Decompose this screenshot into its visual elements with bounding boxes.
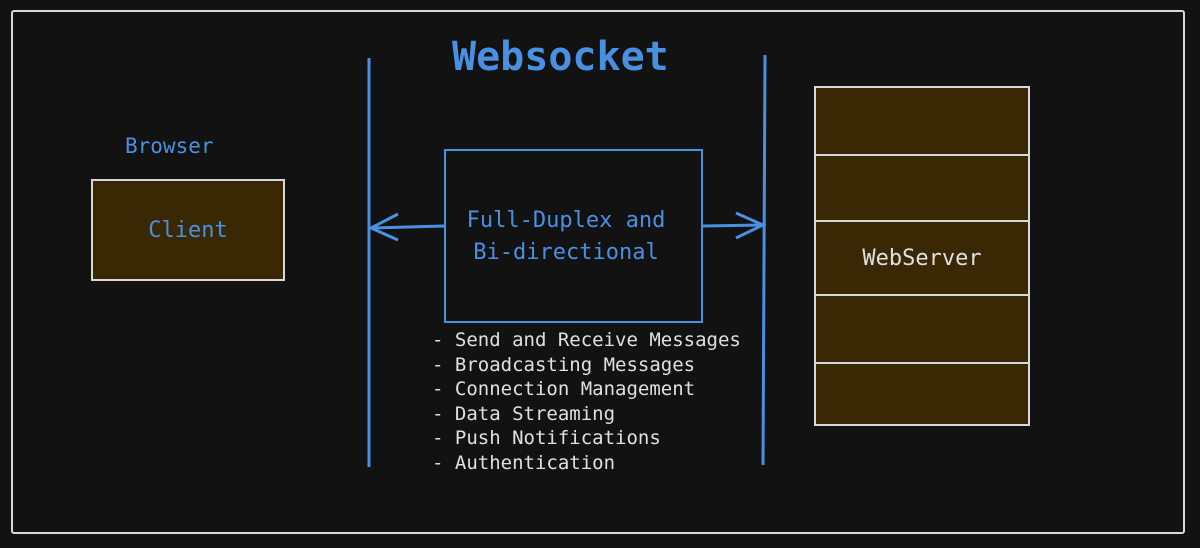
webserver-label: WebServer — [862, 245, 982, 271]
feature-item: - Send and Receive Messages — [432, 329, 741, 351]
right-arrow-head — [735, 211, 767, 240]
client-label: Client — [148, 217, 228, 243]
server-boundary-line — [761, 54, 767, 466]
feature-item: - Data Streaming — [432, 402, 616, 425]
server-block-5 — [814, 362, 1030, 426]
server-block-main: WebServer — [814, 220, 1030, 296]
feature-item: - Authentication — [432, 451, 616, 474]
left-arrow-head — [367, 212, 399, 242]
feature-list: - Send and Receive Messages - Broadcasti… — [432, 328, 741, 476]
client-box: Client — [91, 179, 285, 281]
server-block-4 — [814, 294, 1030, 364]
left-arrow-shaft — [371, 224, 445, 230]
feature-item: - Push Notifications — [432, 427, 661, 450]
duplex-text: Full-Duplex and Bi-directional — [446, 205, 686, 269]
diagram-title: Websocket — [452, 34, 669, 80]
duplex-box — [444, 149, 703, 323]
server-block-2 — [814, 154, 1030, 222]
feature-item: - Broadcasting Messages — [432, 353, 696, 376]
right-arrow-shaft — [702, 223, 763, 228]
browser-label: Browser — [125, 134, 214, 158]
duplex-line-2: Bi-directional — [473, 240, 659, 265]
feature-item: - Connection Management — [432, 378, 696, 401]
duplex-line-1: Full-Duplex and — [466, 208, 666, 233]
diagram-frame — [11, 10, 1185, 534]
server-block-1 — [814, 86, 1030, 156]
